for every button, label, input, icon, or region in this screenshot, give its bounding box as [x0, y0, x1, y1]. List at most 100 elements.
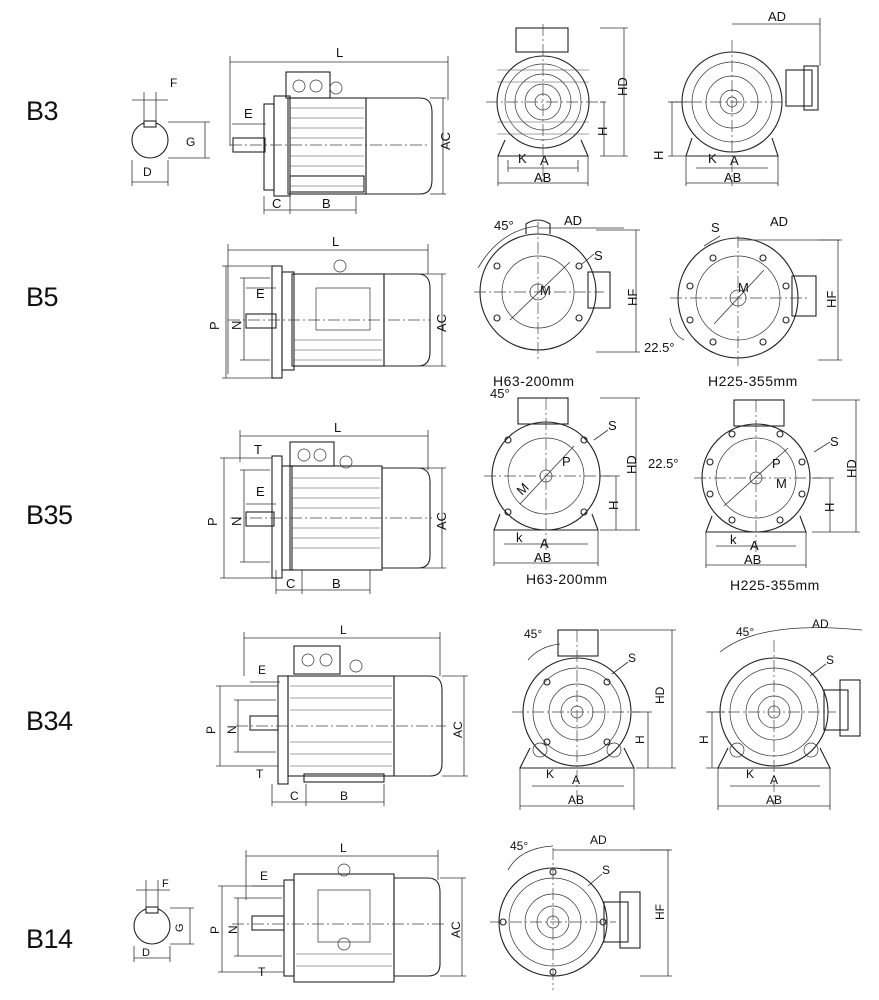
b3-B-label: B [322, 196, 331, 211]
b14-shaft-section: F G D [133, 878, 194, 962]
b3-shaft-section: F G D [131, 76, 210, 186]
b14-T-label: T [258, 965, 266, 979]
b3-end-A-label: A [730, 153, 739, 168]
b5-AC-label: AC [434, 314, 449, 332]
b3-end-H-label: H [651, 151, 666, 160]
b3-end-AB-label: AB [724, 170, 741, 185]
b34-side-view: L AC E P N T C B [204, 623, 468, 806]
b35-B-label: B [332, 576, 341, 591]
b14-S-label: S [602, 863, 610, 877]
b34-P-label: P [204, 726, 218, 734]
b34-large-S-label: S [826, 653, 834, 667]
b35-large-AB-label: AB [744, 552, 761, 567]
b34-small-S-label: S [628, 651, 636, 665]
b34-large-K-label: K [746, 767, 754, 781]
b35-large-S-label: S [830, 434, 839, 449]
b35-small-HD-label: HD [624, 455, 639, 474]
b34-large-AB-label: AB [766, 793, 782, 807]
b34-small-H-label: H [633, 735, 647, 744]
b35-large-k-label: k [730, 532, 737, 547]
b34-large-AD-label: AD [812, 617, 829, 631]
b14-side-view: L AC E P N T [208, 841, 466, 983]
row-label-b35: B35 [26, 500, 73, 530]
row-label-b3: B3 [26, 96, 59, 126]
b5-large-M-label: M [738, 280, 749, 295]
b35-E-label: E [256, 484, 265, 499]
b34-large-A-label: A [770, 773, 778, 787]
b5-large-HF-label: HF [824, 291, 839, 308]
b35-front-large: P M 22.5° S HD H k A AB H225-355mm [648, 399, 860, 593]
b34-C-label: C [290, 789, 299, 803]
b5-caption-left: H63-200mm [493, 373, 575, 389]
b35-front-small: P M 45° S HD H k A AB H63-200mm [484, 386, 640, 587]
b5-small-AD-label: AD [564, 213, 582, 228]
b5-large-S-label: S [711, 220, 720, 235]
b5-small-S-label: S [594, 248, 603, 263]
b35-N-label: N [229, 517, 244, 526]
b34-small-HD-label: HD [653, 686, 667, 704]
b14-N-label: N [226, 925, 240, 934]
b35-small-k-label: k [516, 530, 523, 545]
b5-small-45-label: 45° [494, 218, 514, 233]
b35-small-M-label: M [514, 480, 532, 498]
b3-end-view: AD H K A AB [651, 9, 821, 186]
b14-HF-label: HF [653, 904, 667, 920]
b35-small-H-label: H [606, 501, 621, 510]
b3-AB-label: AB [534, 170, 551, 185]
b35-small-45-label: 45° [490, 386, 510, 401]
b5-N-label: N [229, 321, 244, 330]
b34-small-A-label: A [572, 773, 580, 787]
b3-K-label: K [518, 151, 527, 166]
b5-large-AD-label: AD [770, 214, 788, 229]
b35-small-S-label: S [608, 418, 617, 433]
b14-E-label: E [260, 869, 268, 883]
b3-side-view: L AC E C B [229, 45, 453, 214]
b14-AC-label: AC [449, 921, 463, 938]
b3-end-K-label: K [708, 151, 717, 166]
b3-L-label: L [336, 45, 343, 60]
b5-flange-small: M 45° AD S HF H63-200mm [474, 213, 640, 389]
b34-large-H-label: H [697, 735, 711, 744]
b34-T-label: T [256, 767, 264, 781]
b3-F-label: F [170, 76, 177, 90]
b14-front-view: 45° AD S HF [490, 833, 672, 990]
b14-D-label: D [142, 947, 150, 959]
b35-P-label: P [205, 517, 220, 526]
b35-side-view: L AC T E P N C B [205, 420, 449, 594]
b5-E-label: E [256, 286, 265, 301]
b35-large-22-label: 22.5° [648, 456, 679, 471]
b5-M-label: M [540, 283, 551, 298]
b35-large-A-label: A [750, 538, 759, 553]
b5-flange-large: M AD S 22.5° HF H225-355mm [644, 214, 842, 389]
b3-A-label: A [540, 153, 549, 168]
b34-B-label: B [340, 789, 348, 803]
b5-side-view: L AC E P N [207, 234, 449, 379]
b14-P-label: P [208, 926, 222, 934]
b14-G-label: G [174, 923, 186, 932]
b5-small-HF-label: HF [625, 289, 640, 306]
b5-P-label: P [207, 321, 222, 330]
b35-small-A-label: A [540, 536, 549, 551]
b5-caption-right: H225-355mm [708, 373, 798, 389]
row-label-b34: B34 [26, 706, 73, 736]
b3-E-label: E [244, 106, 253, 121]
b35-caption-left: H63-200mm [526, 571, 608, 587]
b35-L-label: L [334, 420, 341, 435]
b35-large-H-label: H [822, 503, 837, 512]
b3-front-view: HD H K A AB [486, 24, 630, 186]
row-label-b5: B5 [26, 282, 59, 312]
b3-AD-label: AD [768, 9, 786, 24]
b35-small-AB-label: AB [534, 550, 551, 565]
b3-AC-label: AC [438, 132, 453, 150]
b3-C-label: C [272, 196, 281, 211]
b35-AC-label: AC [434, 512, 449, 530]
b3-D-label: D [143, 165, 152, 179]
b3-HD-label: HD [615, 77, 630, 96]
b35-large-P-label: P [772, 456, 781, 471]
b5-large-22-label: 22.5° [644, 340, 675, 355]
b34-AC-label: AC [451, 721, 465, 738]
b35-large-M-label: M [776, 476, 787, 491]
b34-small-45-label: 45° [524, 627, 542, 641]
b34-L-label: L [340, 623, 347, 637]
